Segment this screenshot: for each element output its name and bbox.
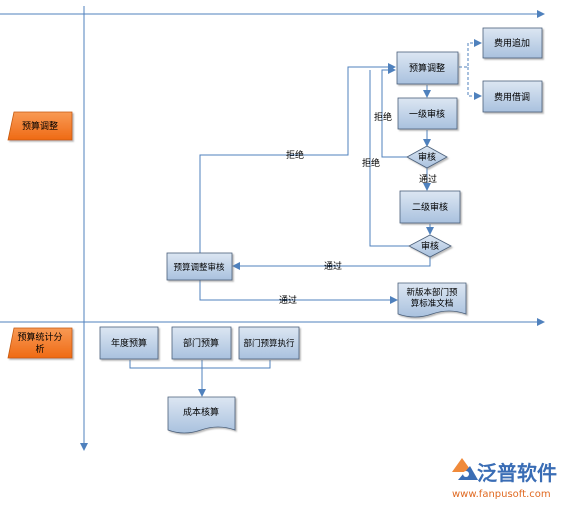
lane-adjust: 预算调整 (7, 111, 73, 141)
edge-review-reject (199, 63, 396, 254)
lane-analysis-label-line2: 析 (35, 343, 44, 355)
edge-label-reject-2: 拒绝 (362, 157, 380, 169)
edge-to-expense-add (459, 39, 482, 68)
node-adjust-review: 预算调整审核 (166, 252, 233, 281)
node-expense-borrow: 费用借调 (482, 80, 543, 113)
node-level2-review-label: 二级审核 (412, 201, 448, 213)
edge-bottom-bracket (129, 360, 271, 369)
node-annual-budget: 年度预算 (99, 326, 159, 360)
edge-label-reject-top: 拒绝 (286, 149, 304, 161)
node-expense-add-label: 费用追加 (494, 37, 530, 49)
node-cost-accounting-label: 成本核算 (183, 406, 219, 418)
node-new-doc: 新版本部门预 算标准文档 (397, 282, 467, 318)
lane-analysis-label-line1: 预算统计分 (17, 331, 62, 343)
node-cost-accounting: 成本核算 (167, 396, 236, 434)
node-dept-budget: 部门预算 (171, 326, 232, 360)
edge-review-pass (199, 280, 398, 304)
node-budget-adjust: 预算调整 (396, 51, 459, 85)
node-expense-borrow-label: 费用借调 (494, 91, 530, 103)
node-annual-budget-label: 年度预算 (111, 337, 147, 349)
node-budget-adjust-label: 预算调整 (409, 62, 445, 74)
brand-name: 泛普软件 (477, 461, 557, 485)
node-new-doc-label-line1: 新版本部门预 (406, 287, 458, 298)
edge-label-reject-1: 拒绝 (374, 111, 392, 123)
edge-label-pass-3: 通过 (279, 294, 297, 306)
node-expense-add: 费用追加 (482, 27, 543, 59)
node-level2-review: 二级审核 (399, 190, 461, 224)
edge-label-pass-1: 通过 (419, 173, 437, 185)
node-level1-review-label: 一级审核 (409, 108, 445, 120)
lane-adjust-label: 预算调整 (22, 120, 58, 132)
node-decision1: 审核 (406, 145, 448, 169)
brand-logo: 泛普软件 www.fanpusoft.com (452, 458, 557, 500)
edge-to-expense-borrow (467, 67, 482, 100)
edge-label-pass-2: 通过 (324, 260, 342, 272)
edge-decision2-pass (232, 257, 431, 270)
lane-axes (0, 6, 545, 451)
brand-mark-icon (452, 458, 478, 480)
node-dept-budget-label: 部门预算 (183, 337, 219, 349)
node-decision1-label: 审核 (418, 151, 436, 163)
lane-analysis: 预算统计分 析 (7, 327, 73, 359)
node-decision2: 审核 (408, 234, 452, 258)
node-new-doc-label-line2: 算标准文档 (411, 298, 454, 309)
node-dept-exec-label: 部门预算执行 (243, 338, 295, 349)
node-level1-review: 一级审核 (397, 97, 458, 130)
edge-decision2-reject (369, 70, 410, 247)
node-dept-exec: 部门预算执行 (238, 326, 300, 360)
node-decision2-label: 审核 (421, 240, 439, 252)
node-adjust-review-label: 预算调整审核 (173, 262, 225, 273)
connectors (129, 39, 482, 397)
brand-url: www.fanpusoft.com (452, 489, 551, 500)
